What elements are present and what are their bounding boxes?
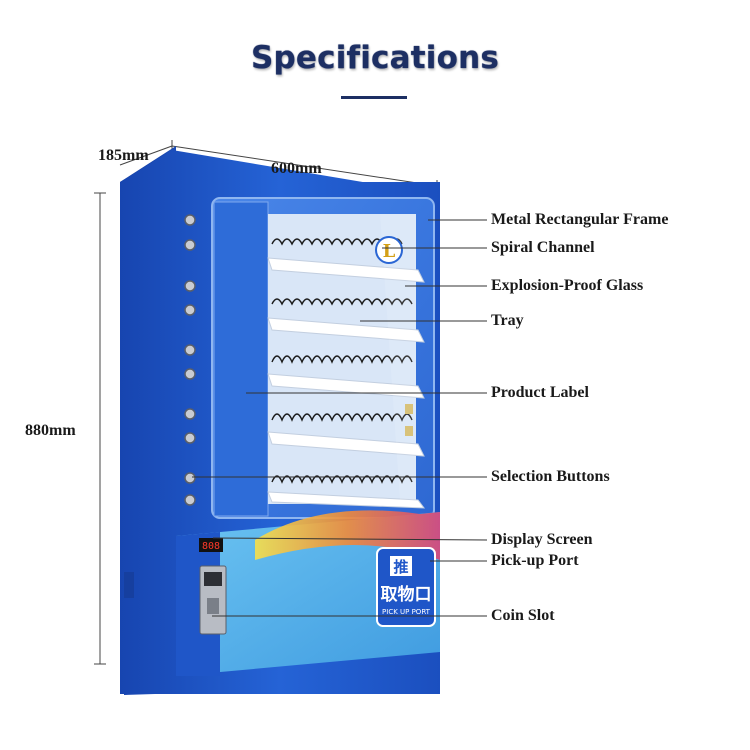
pick-up-port-subtitle: PICK UP PORT (382, 608, 431, 616)
callout-pick-up-port: Pick-up Port (491, 552, 579, 569)
title-underline (341, 96, 407, 99)
depth-dimension-line (119, 145, 173, 166)
trays (267, 257, 426, 509)
brand-logo-letter: L (383, 241, 396, 262)
pick-up-port-title: 取物口 (381, 584, 432, 605)
callout-line-display (212, 537, 488, 541)
page-title: Specifications (250, 40, 499, 76)
width-dimension-line (171, 145, 438, 187)
callout-lines (192, 219, 488, 617)
lock-icon (405, 404, 413, 414)
display-screen (199, 538, 223, 552)
brand-logo (375, 236, 403, 264)
lock-icon-lower (405, 426, 413, 436)
callout-product-label: Product Label (491, 384, 589, 401)
lower-graphic-panel (176, 512, 440, 676)
dimension-lines (94, 140, 438, 665)
display-reading: 808 (202, 541, 220, 552)
coin-return (207, 598, 219, 614)
coin-slot (204, 572, 222, 586)
callout-explosion-proof-glass: Explosion-Proof Glass (491, 277, 644, 294)
callout-tray: Tray (491, 312, 524, 329)
side-vent (124, 572, 134, 598)
selection-buttons (184, 214, 196, 506)
callout-metal-frame: Metal Rectangular Frame (491, 211, 669, 228)
width-dimension-label: 600mm (271, 160, 322, 177)
product-label-strip (213, 201, 269, 517)
callout-coin-slot: Coin Slot (491, 607, 555, 624)
depth-dimension-label: 185mm (98, 147, 149, 164)
height-dimension-label: 880mm (25, 422, 76, 439)
callout-spiral-channel: Spiral Channel (491, 239, 595, 256)
pick-up-push-box (390, 556, 412, 576)
callout-display-screen: Display Screen (491, 531, 593, 548)
callout-selection-buttons: Selection Buttons (491, 468, 610, 485)
pick-up-push-text: 推 (393, 558, 408, 576)
